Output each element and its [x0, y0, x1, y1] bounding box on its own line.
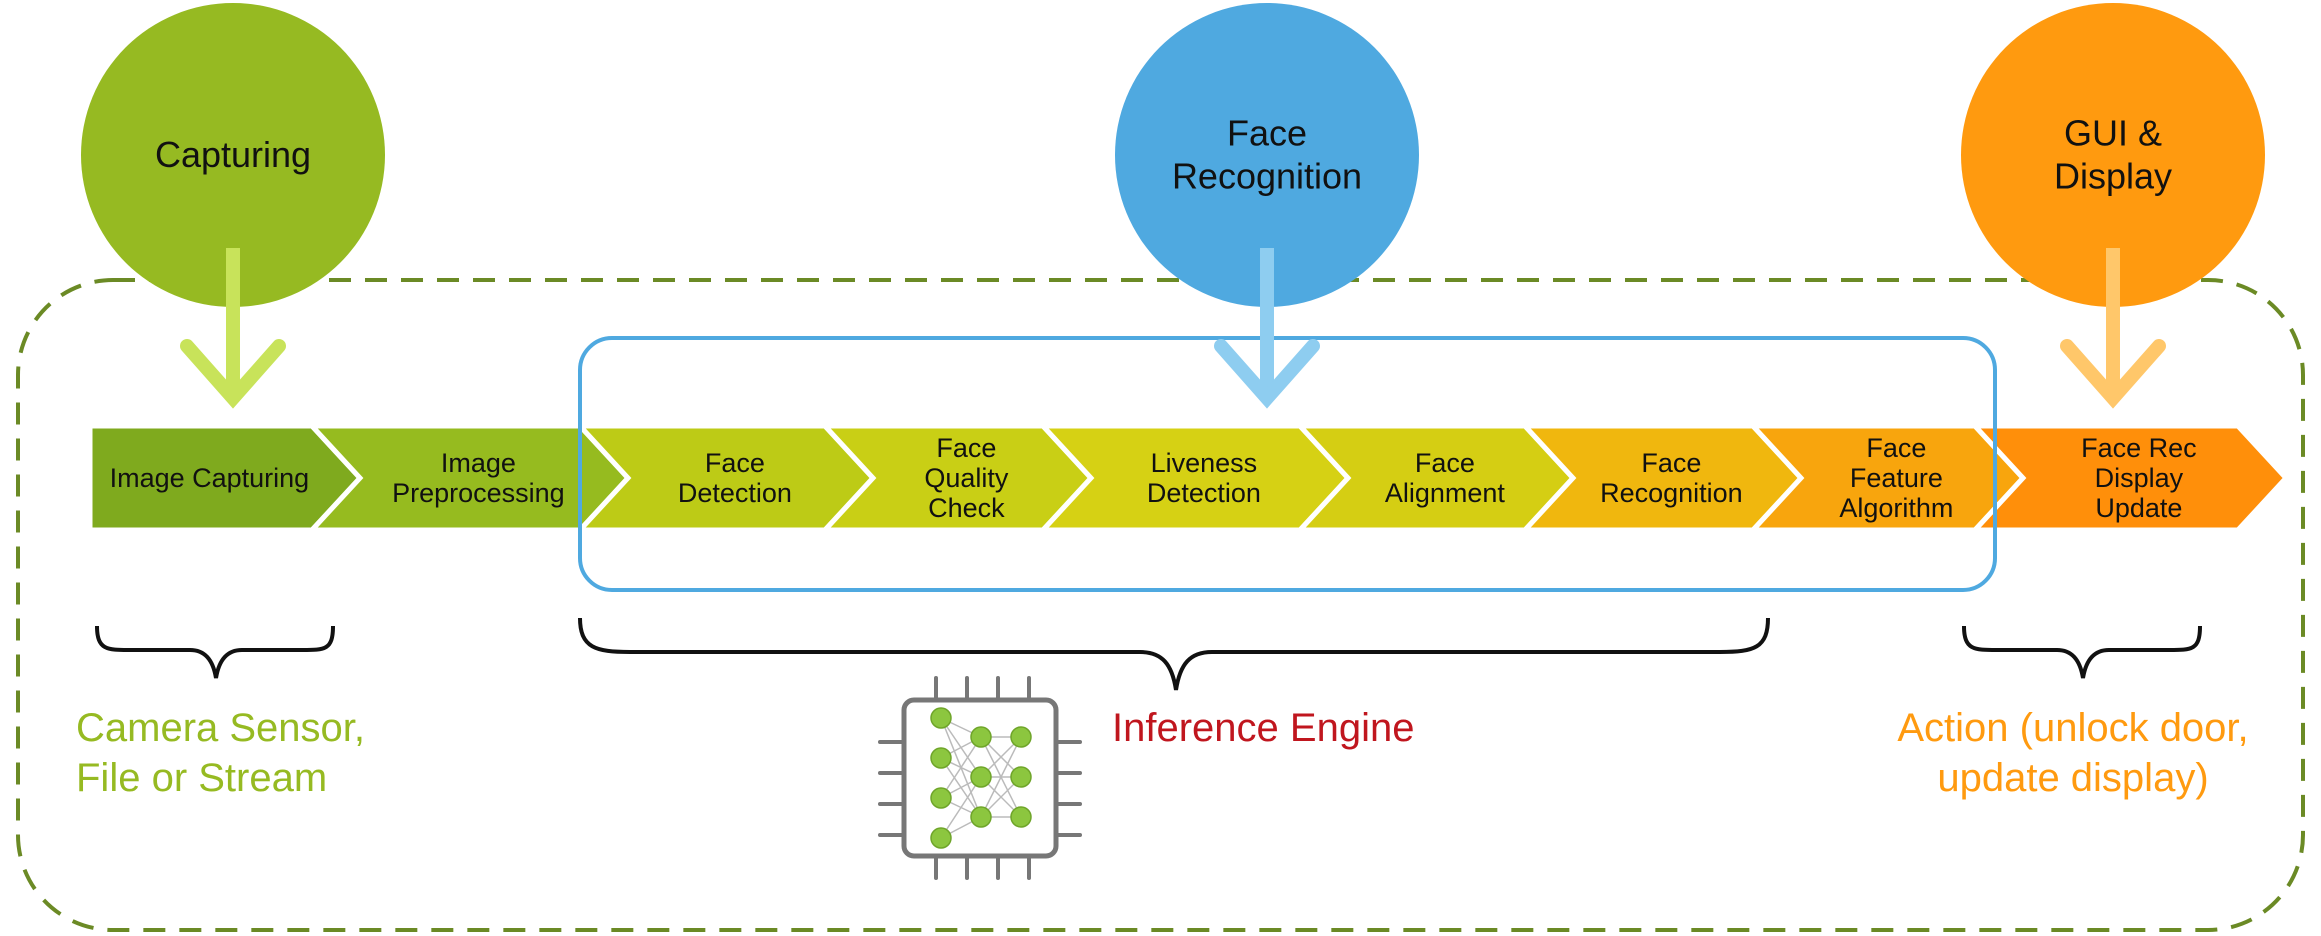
circle-gui-display: GUI &Display: [1961, 3, 2265, 409]
stage-face-recognition-label-line: Recognition: [1600, 478, 1743, 508]
stage-face-quality-check-label-line: Check: [928, 493, 1005, 523]
circle-capturing-label: Capturing: [155, 134, 311, 175]
inference-engine-box: [578, 336, 1997, 592]
stage-image-capturing-label-line: Image Capturing: [110, 463, 310, 493]
pipeline-outer-border: [16, 278, 2305, 932]
circle-face-recognition-label-line: Recognition: [1172, 156, 1362, 197]
stage-face-rec-display-update-label-line: Update: [2095, 493, 2182, 523]
stage-face-rec-display-update-chevron: [1969, 423, 2290, 533]
camera-brace: [95, 625, 335, 679]
stage-face-quality-check-label-line: Face: [936, 433, 996, 463]
down-arrow-icon: [180, 248, 286, 409]
inference-brace: [578, 617, 1770, 691]
caption-action-line: Action (unlock door,: [1897, 706, 2248, 750]
stage-image-capturing-label: Image Capturing: [110, 463, 310, 493]
down-arrow-icon: [2060, 248, 2166, 409]
circle-gui-display-label: GUI &Display: [2054, 113, 2172, 197]
stage-face-feature-algorithm-label-line: Face: [1866, 433, 1926, 463]
circle-capturing: Capturing: [81, 3, 385, 409]
caption-camera: Camera Sensor, File or Stream: [76, 706, 365, 800]
circle-gui-display-label-line: Display: [2054, 156, 2172, 197]
neural-chip-icon: [878, 676, 1082, 880]
circle-face-recognition-label-line: Face: [1227, 113, 1307, 154]
stage-image-capturing: Image Capturing: [87, 423, 364, 533]
circle-gui-display-label-line: GUI &: [2064, 113, 2162, 154]
stage-face-rec-display-update-label-line: Display: [2095, 463, 2184, 493]
stage-face-detection-label-line: Detection: [678, 478, 792, 508]
caption-camera-line: Camera Sensor,: [76, 706, 365, 750]
caption-inference: Inference Engine: [1112, 706, 1414, 750]
stage-face-feature-algorithm-label-line: Algorithm: [1839, 493, 1953, 523]
circle-face-recognition-disc: [1115, 3, 1419, 307]
stage-face-alignment-label-line: Face: [1415, 448, 1475, 478]
caption-inference-line: Inference Engine: [1112, 706, 1414, 750]
circle-capturing-label-line: Capturing: [155, 134, 311, 175]
stage-face-detection-label-line: Face: [705, 448, 765, 478]
stage-image-preprocessing-label-line: Preprocessing: [392, 478, 565, 508]
stage-image-preprocessing-label-line: Image: [441, 448, 516, 478]
caption-action-line: update display): [1937, 756, 2208, 800]
stage-face-recognition-label-line: Face: [1641, 448, 1701, 478]
stage-face-quality-check-label-line: Quality: [924, 463, 1009, 493]
stage-liveness-detection-label-line: Liveness: [1151, 448, 1258, 478]
caption-action: Action (unlock door, update display): [1897, 706, 2248, 800]
stage-face-feature-algorithm-label-line: Feature: [1850, 463, 1943, 493]
circle-gui-display-disc: [1961, 3, 2265, 307]
down-arrow-icon: [1214, 248, 1320, 409]
stage-face-alignment-label-line: Alignment: [1385, 478, 1506, 508]
circle-capturing-disc: [81, 3, 385, 307]
captions: Camera Sensor, File or Stream Inference En…: [76, 706, 2249, 800]
stage-face-rec-display-update-label-line: Face Rec: [2081, 433, 2197, 463]
stage-liveness-detection-label-line: Detection: [1147, 478, 1261, 508]
caption-camera-line: File or Stream: [76, 756, 327, 800]
action-brace: [1962, 625, 2202, 679]
